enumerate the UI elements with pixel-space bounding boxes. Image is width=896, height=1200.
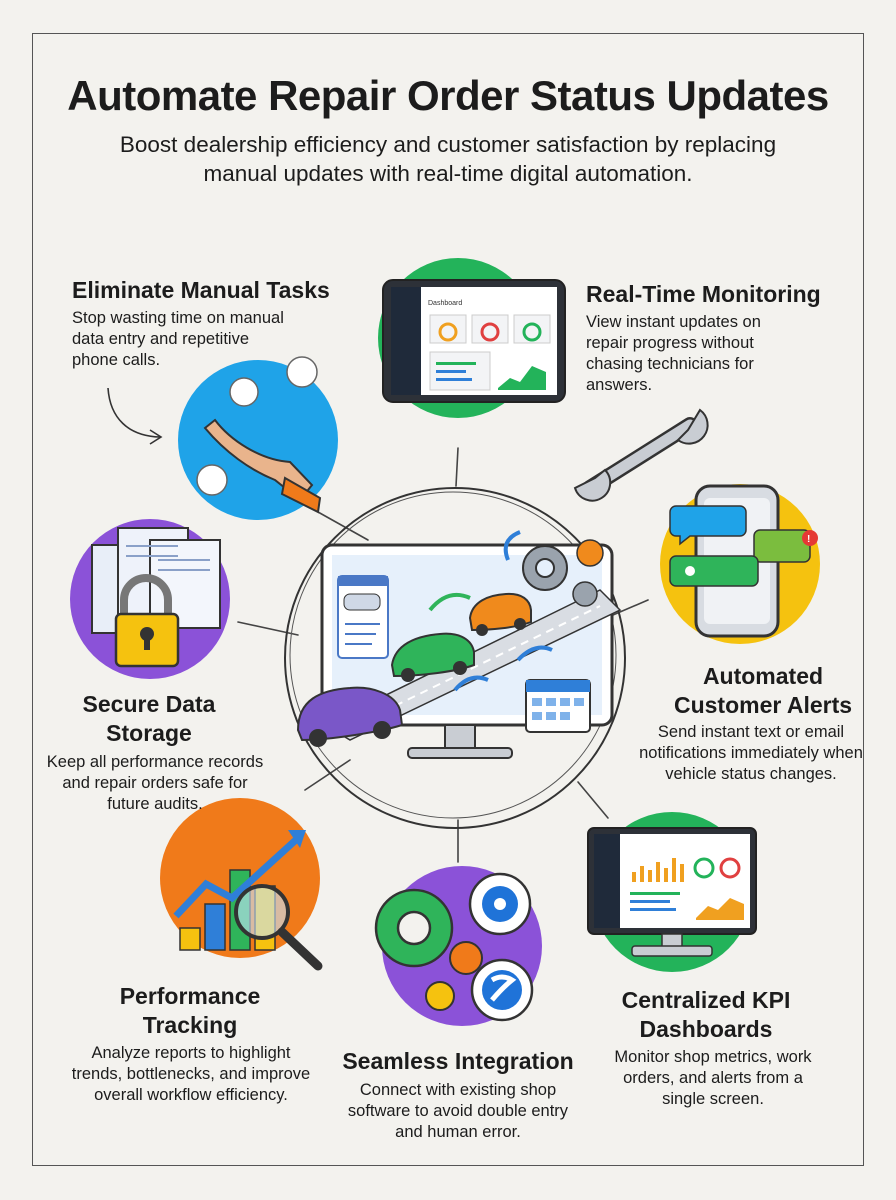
feature-title: Secure Data Storage bbox=[82, 691, 216, 746]
feature-title: Seamless Integration bbox=[342, 1048, 574, 1074]
feature-description: Keep all performance records and repair … bbox=[46, 753, 264, 813]
feature-description: Send instant text or email notifications… bbox=[639, 723, 863, 783]
hand-crumpled-paper-icon bbox=[178, 356, 338, 520]
feature-title: Performance Tracking bbox=[119, 983, 261, 1038]
phone-notification-icon: ! bbox=[660, 484, 820, 644]
feature-title: Real-Time Monitoring bbox=[586, 281, 821, 307]
feature-title: Automated Customer Alerts bbox=[673, 663, 853, 718]
svg-text:!: ! bbox=[807, 534, 810, 545]
feature-description: Analyze reports to highlight trends, bot… bbox=[71, 1044, 311, 1104]
padlock-documents-icon bbox=[70, 519, 230, 679]
monitor-kpi-icon bbox=[587, 812, 757, 972]
page-title: Automate Repair Order Status Updates bbox=[67, 72, 829, 119]
feature-title: Centralized KPI Dashboards bbox=[621, 987, 791, 1042]
chart-magnifier-icon bbox=[160, 798, 323, 971]
feature-description: View instant updates on repair progress … bbox=[586, 313, 761, 394]
page-subtitle: Boost dealership efficiency and customer… bbox=[119, 132, 777, 186]
tablet-screen-title: Dashboard bbox=[428, 300, 462, 307]
tablet-dashboard-icon: Dashboard bbox=[378, 258, 566, 418]
feature-title: Eliminate Manual Tasks bbox=[72, 277, 330, 303]
feature-description: Connect with existing shop software to a… bbox=[347, 1081, 569, 1141]
gears-integration-icon bbox=[374, 866, 542, 1026]
feature-description: Stop wasting time on manual data entry a… bbox=[72, 309, 284, 369]
feature-description: Monitor shop metrics, work orders, and a… bbox=[614, 1048, 812, 1108]
central-automation-hub-icon bbox=[284, 487, 626, 829]
page-frame bbox=[32, 33, 864, 1166]
wrench-icon bbox=[573, 408, 709, 502]
curved-arrow-icon bbox=[107, 387, 161, 438]
